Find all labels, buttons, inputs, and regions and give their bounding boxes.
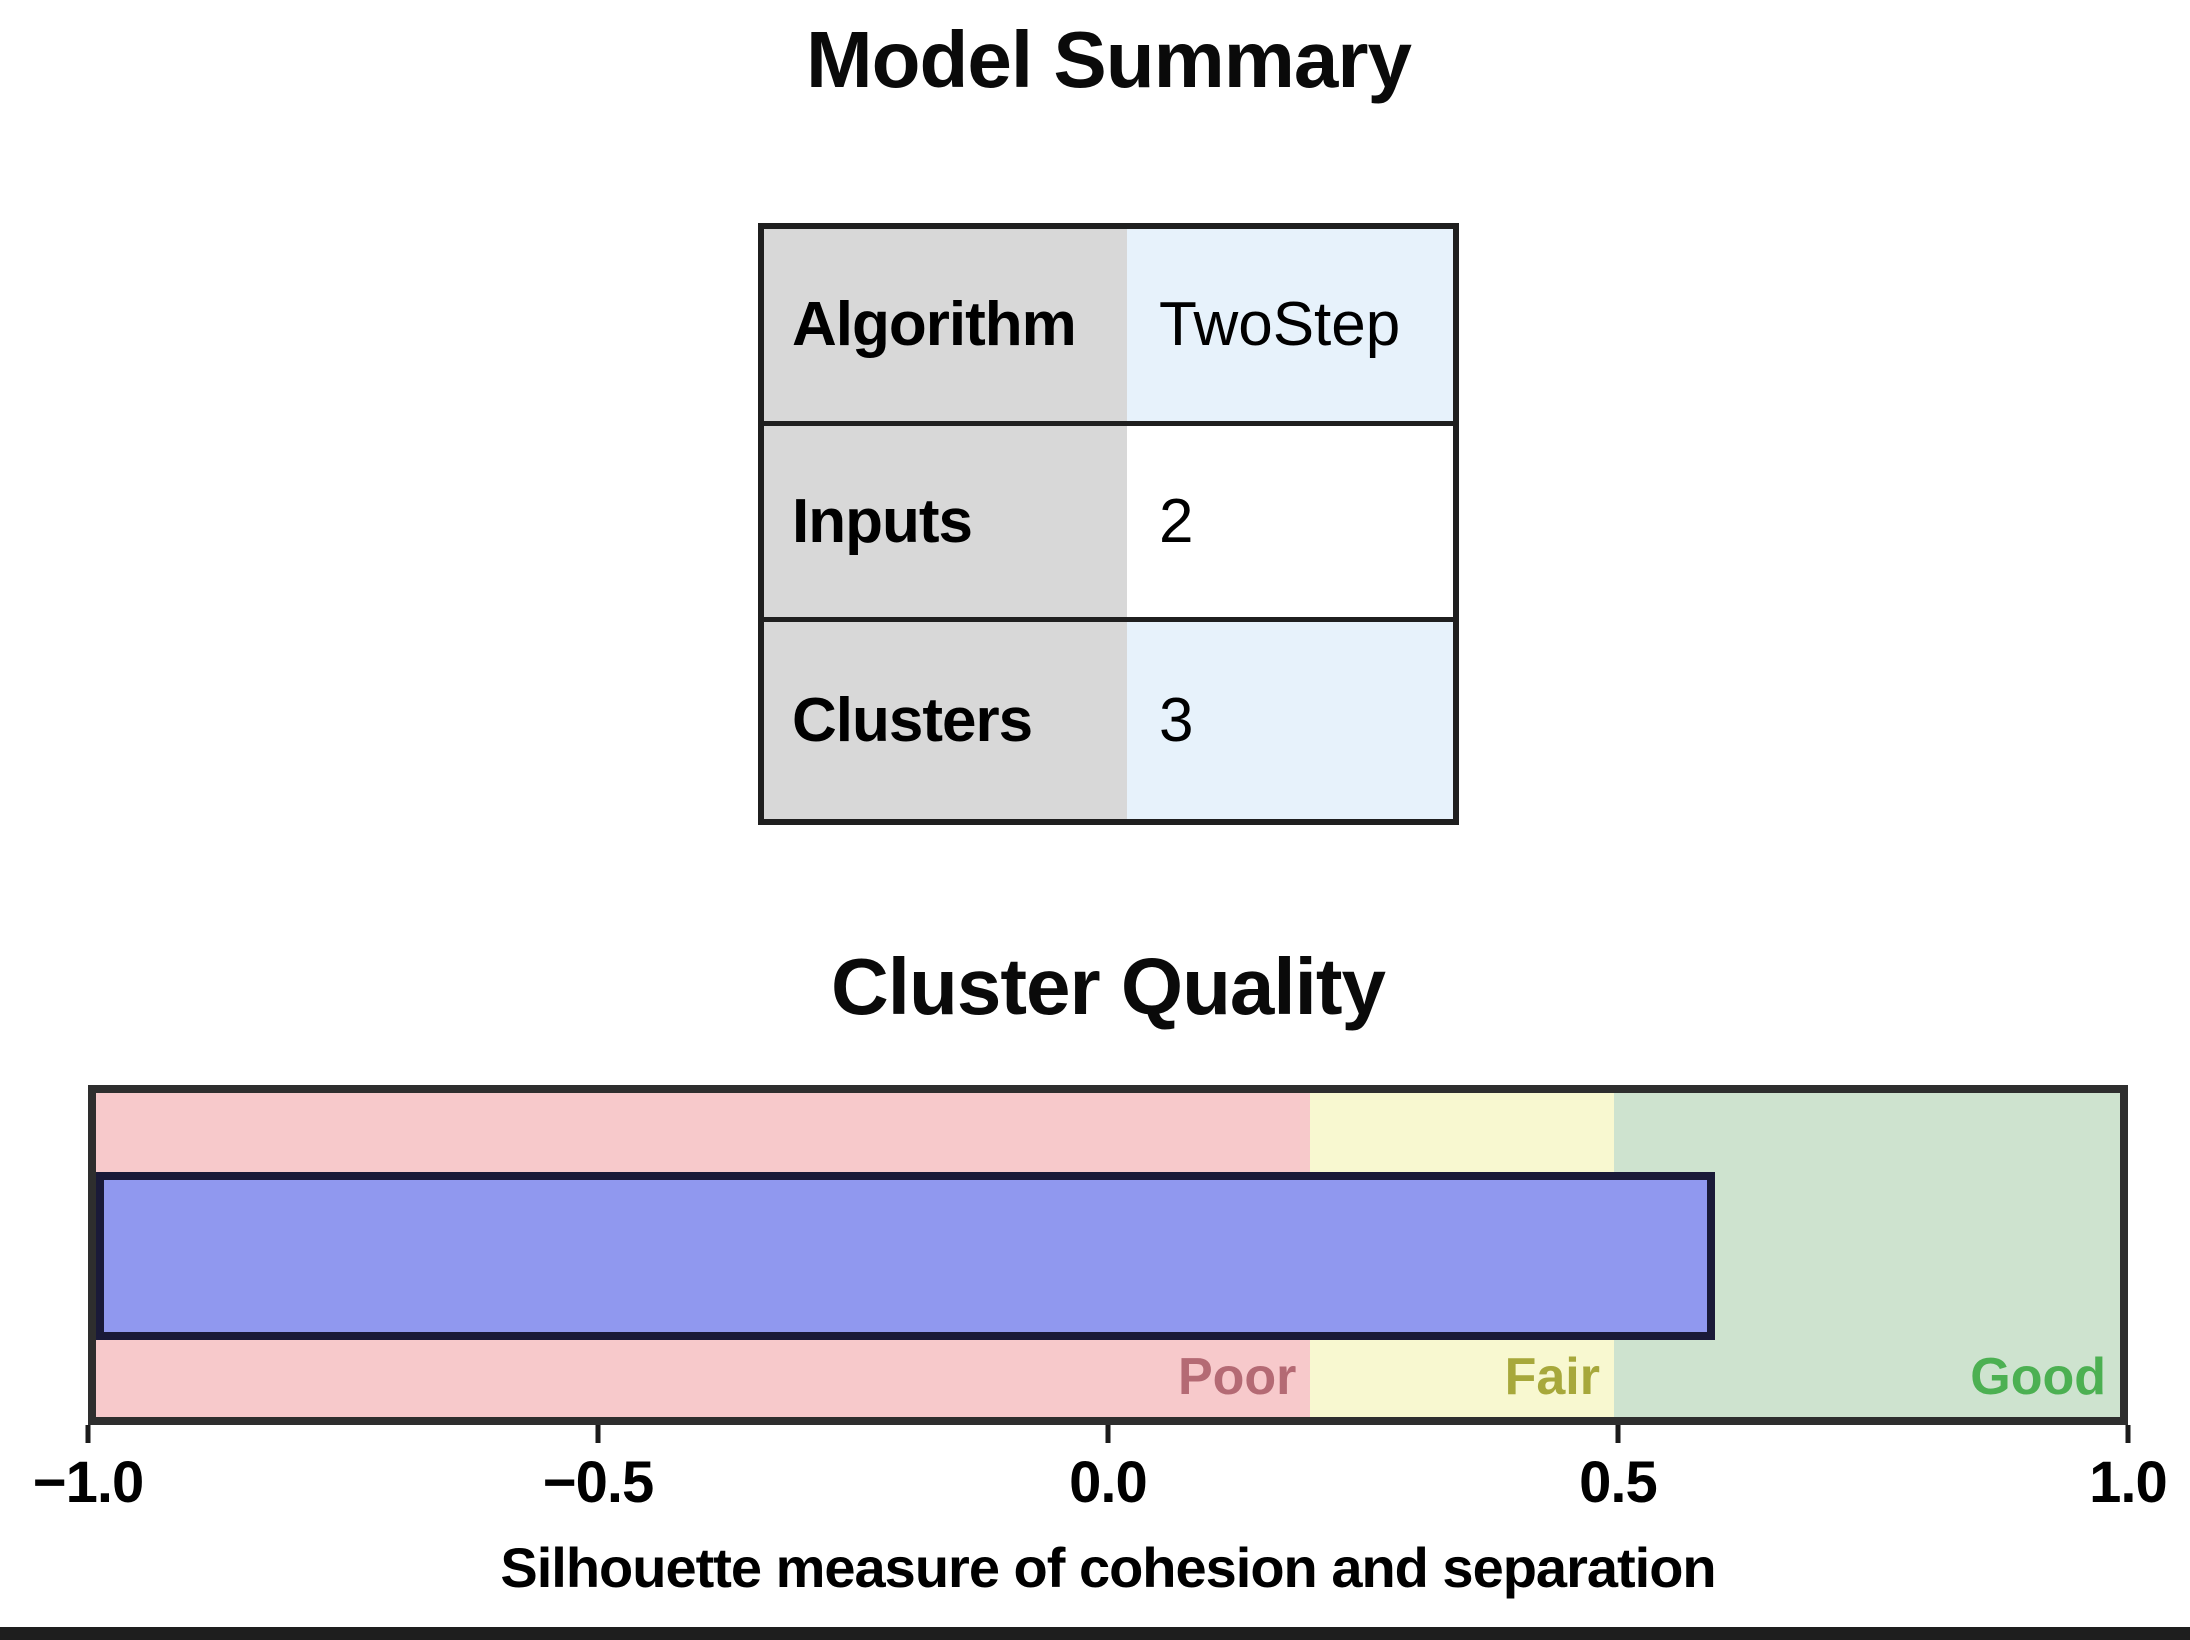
chart-plot-area: Poor Fair Good [96, 1093, 2120, 1417]
tick-label: 1.0 [2089, 1450, 2168, 1515]
x-axis-ticks: −1.0 −0.5 0.0 0.5 1.0 [33, 1425, 2168, 1640]
tick-mark [595, 1425, 601, 1443]
cluster-quality-title: Cluster Quality [830, 942, 1386, 1031]
tick-mark [2125, 1425, 2131, 1443]
row-value-algorithm: TwoStep [1127, 229, 1453, 421]
row-label-clusters: Clusters [764, 622, 1127, 819]
zone-label-good: Good [1970, 1348, 2106, 1406]
row-value-inputs: 2 [1127, 425, 1453, 618]
tick-label: 0.0 [1069, 1450, 1148, 1515]
row-label-inputs: Inputs [764, 425, 1127, 618]
table-row: Algorithm TwoStep [764, 229, 1453, 426]
zone-label-poor: Poor [1177, 1348, 1297, 1406]
tick-label: 0.5 [1579, 1450, 1658, 1515]
tick-mark [1105, 1425, 1111, 1443]
cluster-quality-chart: Poor Fair Good [88, 1085, 2128, 1425]
window-border-bottom [0, 1627, 2190, 1640]
silhouette-bar [96, 1172, 1716, 1340]
row-label-algorithm: Algorithm [764, 229, 1127, 421]
zone-label-fair: Fair [1504, 1348, 1600, 1406]
table-row: Inputs 2 [764, 425, 1453, 623]
tick-label: −1.0 [32, 1450, 144, 1515]
row-value-clusters: 3 [1127, 622, 1453, 819]
tick-mark [85, 1425, 91, 1443]
model-summary-title: Model Summary [806, 15, 1412, 104]
tick-label: −0.5 [542, 1450, 654, 1515]
x-axis-title: Silhouette measure of cohesion and separ… [500, 1536, 1716, 1599]
tick-mark [1615, 1425, 1621, 1443]
model-summary-table: Algorithm TwoStep Inputs 2 Clusters 3 [758, 223, 1459, 825]
table-row: Clusters 3 [764, 622, 1453, 819]
